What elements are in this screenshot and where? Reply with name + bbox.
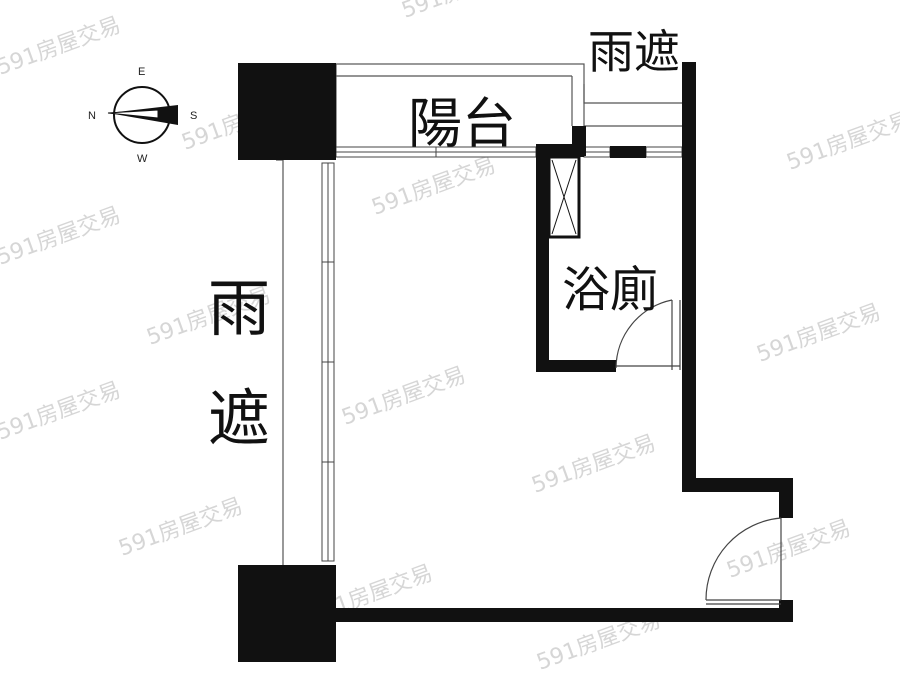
doors (615, 299, 782, 605)
watermark: 591房屋交易 (724, 516, 855, 584)
wall-step (682, 478, 793, 492)
watermark: 591房屋交易 (0, 13, 124, 81)
watermark: 591房屋交易 (754, 300, 885, 368)
watermark: 591房屋交易 (0, 378, 124, 446)
watermark: 591房屋交易 (784, 108, 900, 176)
column-top-left (238, 63, 336, 160)
bathroom-label: 浴廁 (562, 262, 658, 318)
column-bottom-left (238, 565, 336, 662)
wall-right-lower-tail (779, 600, 793, 622)
bath-door-swing (615, 299, 673, 369)
compass-east: E (138, 66, 145, 78)
watermark: 591房屋交易 (369, 153, 500, 221)
room-labels: 陽台 雨遮 浴廁 雨 遮 (208, 25, 680, 455)
bath-wall-bottom (536, 360, 616, 372)
compass-west: W (137, 153, 148, 165)
canopy-top-label: 雨遮 (588, 25, 680, 79)
compass-north: N (88, 110, 96, 122)
canopy-left-label-2: 遮 (208, 382, 270, 455)
watermark: 591房屋交易 (529, 431, 660, 499)
shaft (547, 155, 581, 239)
watermark: 591房屋交易 (399, 0, 530, 24)
shaft-box (547, 155, 581, 239)
top-canopy-outline (583, 84, 684, 104)
wall-right-lower (779, 478, 793, 518)
canopy-left-label-1: 雨 (208, 272, 270, 345)
entry-door-swing (705, 517, 782, 601)
wall-bottom (336, 608, 793, 622)
compass-needle-north (107, 109, 159, 119)
walls (238, 62, 793, 662)
balcony-label: 陽台 (408, 92, 516, 155)
compass-south: S (190, 110, 197, 122)
wall-right-upper (682, 62, 696, 492)
watermark: 591房屋交易 (0, 203, 124, 271)
bath-wall-top (536, 144, 584, 157)
watermark: 591房屋交易 (116, 494, 247, 562)
window-pier (610, 146, 646, 158)
shaft-cross (551, 159, 577, 235)
bath-wall-left (536, 144, 549, 372)
compass: E S W N (88, 66, 197, 165)
watermark: 591房屋交易 (339, 363, 470, 431)
